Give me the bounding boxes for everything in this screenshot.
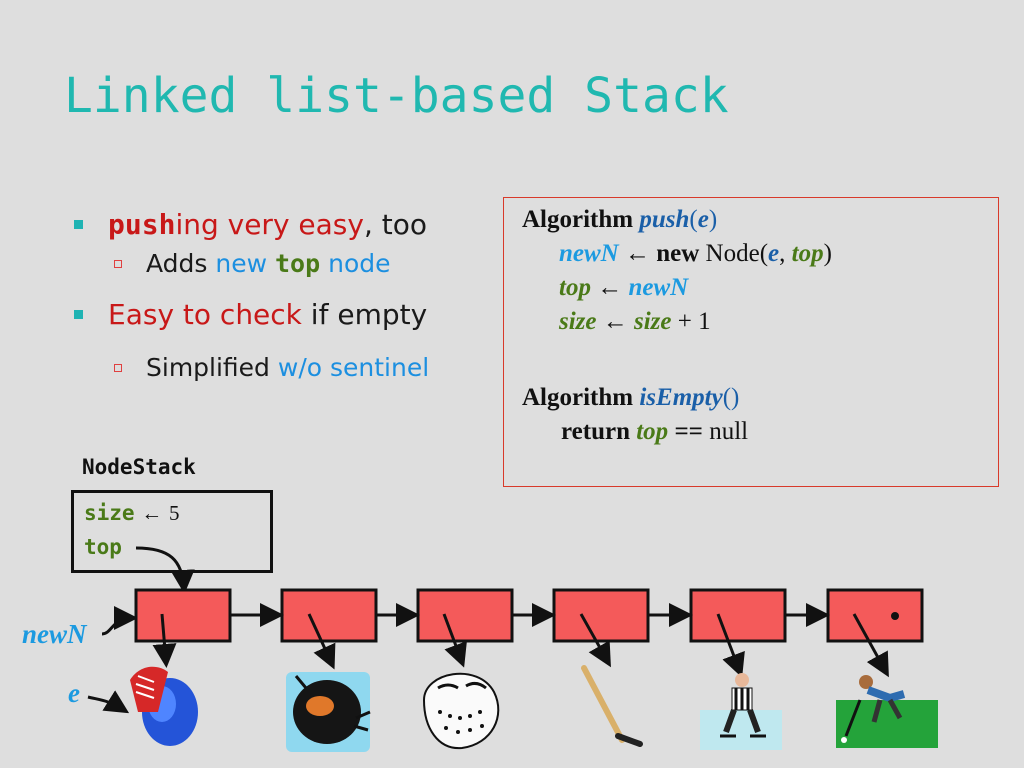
assign-arrow: ← [596, 308, 634, 335]
push-line-1: newN ← new Node(e, top) [559, 240, 832, 268]
newN-var: newN [559, 240, 619, 267]
param-e: e [697, 206, 709, 233]
sub-bullet-marker [114, 364, 122, 372]
bullet-marker [74, 220, 83, 229]
assign-arrow: ← [590, 274, 629, 301]
size-value: 5 [168, 501, 180, 525]
top-var: top [791, 240, 824, 267]
hockey-stick-icon [581, 665, 643, 747]
e-pointer-arrow [87, 690, 130, 714]
node-ctor: Node( [699, 240, 769, 267]
goalie-mask-icon [422, 672, 500, 750]
element-arrow [307, 613, 336, 670]
sub-bullet-marker [114, 260, 122, 268]
top-field: top [84, 535, 122, 559]
bullet-list: pushing very easy, too Adds new top node… [72, 205, 502, 387]
top-var: top [559, 274, 591, 301]
element-arrow [716, 613, 745, 678]
boxing-glove-icon [130, 666, 198, 746]
new-keyword: new [656, 240, 700, 267]
isempty-header: Algorithm isEmpty() [522, 384, 739, 412]
equals-op: == [668, 418, 710, 445]
paren: ) [708, 206, 718, 233]
algorithm-keyword: Algorithm [522, 206, 640, 233]
paren: () [722, 384, 740, 411]
paren: ( [689, 206, 698, 233]
size-var: size [559, 308, 597, 335]
assign-arrow: ← [618, 240, 657, 267]
e-var: e [768, 240, 780, 267]
new-text: new [215, 249, 275, 278]
easy-check-text: Easy to check [108, 298, 302, 331]
bullet-push: pushing very easy, too [72, 205, 502, 245]
size-field-name: size [84, 501, 135, 525]
list-node [134, 588, 232, 643]
top-pointer-arrow [135, 546, 195, 594]
plus-one: + 1 [671, 308, 711, 335]
push-name: push [639, 206, 690, 233]
algorithm-box: Algorithm push(e) newN ← new Node(e, top… [503, 197, 999, 487]
size-var: size [634, 308, 672, 335]
isempty-name: isEmpty [639, 384, 723, 411]
list-node [689, 588, 787, 643]
push-line-2: top ← newN [559, 274, 688, 302]
push-header: Algorithm push(e) [522, 206, 717, 234]
list-node [416, 588, 514, 643]
slide-title: Linked list-based Stack [64, 68, 729, 124]
if-empty-text: if empty [301, 298, 428, 331]
sub-bullet-adds: Adds new top node [72, 245, 502, 283]
bullet-empty: Easy to check if empty [72, 295, 502, 335]
isempty-line-1: return top == null [561, 418, 748, 446]
comma: , [779, 240, 792, 267]
field-hockey-player-icon [836, 675, 938, 748]
adds-text: Adds [146, 249, 216, 278]
paren: ) [823, 240, 832, 267]
return-keyword: return [561, 418, 637, 445]
list-node [552, 588, 650, 643]
algorithm-keyword: Algorithm [522, 384, 640, 411]
size-field: size ← 5 [84, 501, 179, 526]
too-text: , too [363, 208, 428, 241]
newN-var: newN [628, 274, 689, 301]
nodestack-label: NodeStack [82, 455, 196, 479]
newN-label: newN [22, 619, 87, 649]
element-arrow [852, 613, 889, 678]
node-text: node [320, 249, 391, 278]
null-literal: null [709, 418, 749, 445]
size-arrow: ← [141, 501, 163, 525]
element-arrow [442, 613, 467, 668]
top-keyword: top [275, 249, 321, 278]
wo-sentinel-text: w/o sentinel [277, 353, 430, 382]
null-dot [891, 612, 899, 620]
sub-bullet-simplified: Simplified w/o sentinel [72, 349, 502, 387]
e-label: e [68, 678, 80, 708]
hockey-puck-icon [286, 672, 371, 752]
top-var: top [636, 418, 669, 445]
push-line-3: size ← size + 1 [559, 308, 711, 336]
push-ing-text: ing very easy [175, 208, 364, 241]
push-keyword: push [108, 208, 176, 241]
newN-pointer-arrow [101, 606, 138, 636]
simplified-text: Simplified [146, 353, 278, 382]
list-node [280, 588, 378, 643]
element-arrow [579, 613, 611, 668]
bullet-marker [74, 310, 83, 319]
top-field-name: top [84, 535, 122, 559]
list-node [826, 588, 924, 643]
referee-icon [700, 673, 782, 750]
element-arrow [152, 613, 177, 668]
